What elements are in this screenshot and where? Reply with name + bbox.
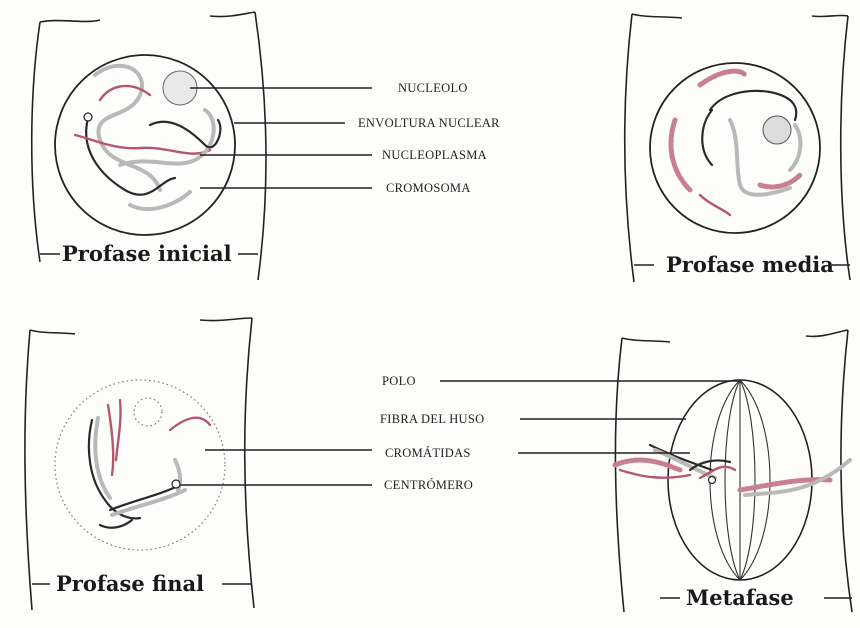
panel-title-metafase: Metafase bbox=[686, 585, 794, 610]
cell-wall-top bbox=[632, 14, 682, 18]
centromere-dot bbox=[84, 113, 92, 121]
panel-profase-media: Profase media bbox=[625, 14, 850, 282]
cell-wall-top bbox=[622, 338, 670, 342]
label-fibra-del-huso: FIBRA DEL HUSO bbox=[380, 412, 484, 426]
label-nucleolo: NUCLEOLO bbox=[398, 81, 468, 95]
nucleolus bbox=[763, 116, 791, 144]
cell-wall-left bbox=[32, 22, 40, 262]
cell-wall-right bbox=[841, 16, 850, 280]
panel-metafase: Metafase bbox=[440, 330, 852, 612]
panel-title-profase-final: Profase final bbox=[56, 571, 204, 596]
cell-wall-right bbox=[255, 12, 266, 280]
condensed-chromosomes bbox=[89, 400, 210, 528]
label-polo: POLO bbox=[382, 374, 416, 388]
label-envoltura-nuclear: ENVOLTURA NUCLEAR bbox=[358, 116, 500, 130]
centromere-dot bbox=[172, 480, 180, 488]
label-cromosoma: CROMOSOMA bbox=[386, 181, 471, 195]
cell-wall-top-right bbox=[812, 15, 848, 16]
cell-wall-top-right bbox=[210, 12, 255, 17]
label-nucleoplasma: NUCLEOPLASMA bbox=[382, 148, 487, 162]
dissolving-nuclear-envelope bbox=[55, 380, 225, 550]
label-centromero: CENTRÓMERO bbox=[384, 478, 473, 492]
cell-wall-left bbox=[615, 338, 624, 612]
cell-wall-top bbox=[30, 330, 75, 334]
fading-nucleolus bbox=[134, 398, 162, 426]
cell-wall-left bbox=[25, 330, 32, 610]
panel-title-profase-inicial: Profase inicial bbox=[62, 241, 232, 266]
cell-wall-right bbox=[245, 318, 254, 608]
cell-wall-top-right bbox=[200, 318, 252, 321]
panel-title-profase-media: Profase media bbox=[666, 252, 834, 277]
centromere-dot bbox=[709, 477, 716, 484]
cell-wall-top bbox=[40, 20, 100, 22]
panel-profase-final: Profase final bbox=[25, 318, 372, 610]
cell-wall-right bbox=[841, 330, 852, 612]
panel-profase-inicial: Profase inicial NUCLEOLO ENVOLTURA NUCLE… bbox=[32, 12, 500, 280]
cell-wall-left bbox=[625, 14, 634, 282]
cell-wall-top-right bbox=[806, 330, 848, 336]
label-cromatidas: CROMÁTIDAS bbox=[385, 446, 471, 460]
